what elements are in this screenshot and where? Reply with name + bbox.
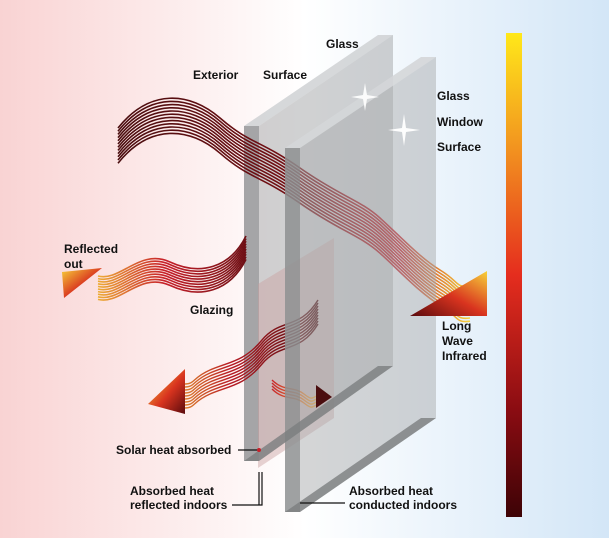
- wave-strand: [97, 243, 247, 286]
- wave-strand: [97, 246, 247, 288]
- wave-strand: [97, 253, 247, 296]
- absorbed-conducted-label-line2: conducted indoors: [349, 498, 457, 512]
- wave-strand: [97, 248, 247, 291]
- solar-heat-absorbed-label: Solar heat absorbed: [116, 443, 231, 457]
- reflected-label-line1: Reflected: [64, 242, 118, 256]
- long-wave-infrared-arrow: [410, 271, 487, 316]
- wave-bundle-reflected: [97, 235, 247, 301]
- glazing-reflected-arrow: [148, 369, 185, 414]
- absorbed-reflected-label-line2: reflected indoors: [130, 498, 228, 512]
- reflected-label-line2: out: [64, 257, 83, 271]
- sparkle-icon: [351, 83, 420, 146]
- temperature-scale-bar: [506, 33, 522, 517]
- solar-heat-point: [257, 448, 261, 452]
- wave-strand: [97, 240, 247, 283]
- wave-strand: [97, 238, 247, 281]
- long-wave-label-line2: Wave: [442, 334, 473, 348]
- leader-lines: [232, 449, 345, 506]
- exterior-label: Exterior: [193, 68, 239, 82]
- long-wave-label-line1: Long: [442, 319, 471, 333]
- indoor-arrowhead: [316, 385, 332, 408]
- surface-top-label: Surface: [263, 68, 307, 82]
- long-wave-label-line3: Infrared: [442, 349, 487, 363]
- absorbed-reflected-label-line1: Absorbed heat: [130, 484, 214, 498]
- wave-strand: [97, 235, 247, 278]
- surface-right-label: Surface: [437, 140, 481, 154]
- window-label: Window: [437, 115, 484, 129]
- glazing-label: Glazing: [190, 303, 233, 317]
- wave-strand: [97, 256, 247, 299]
- reflected-out-arrow: [62, 268, 102, 298]
- absorbed-conducted-label-line1: Absorbed heat: [349, 484, 433, 498]
- glass-top-label: Glass: [326, 37, 359, 51]
- wave-strand: [97, 259, 247, 301]
- outer-pane-bottom-edge: [244, 366, 393, 461]
- wave-strand: [97, 251, 247, 294]
- glass-right-label: Glass: [437, 89, 470, 103]
